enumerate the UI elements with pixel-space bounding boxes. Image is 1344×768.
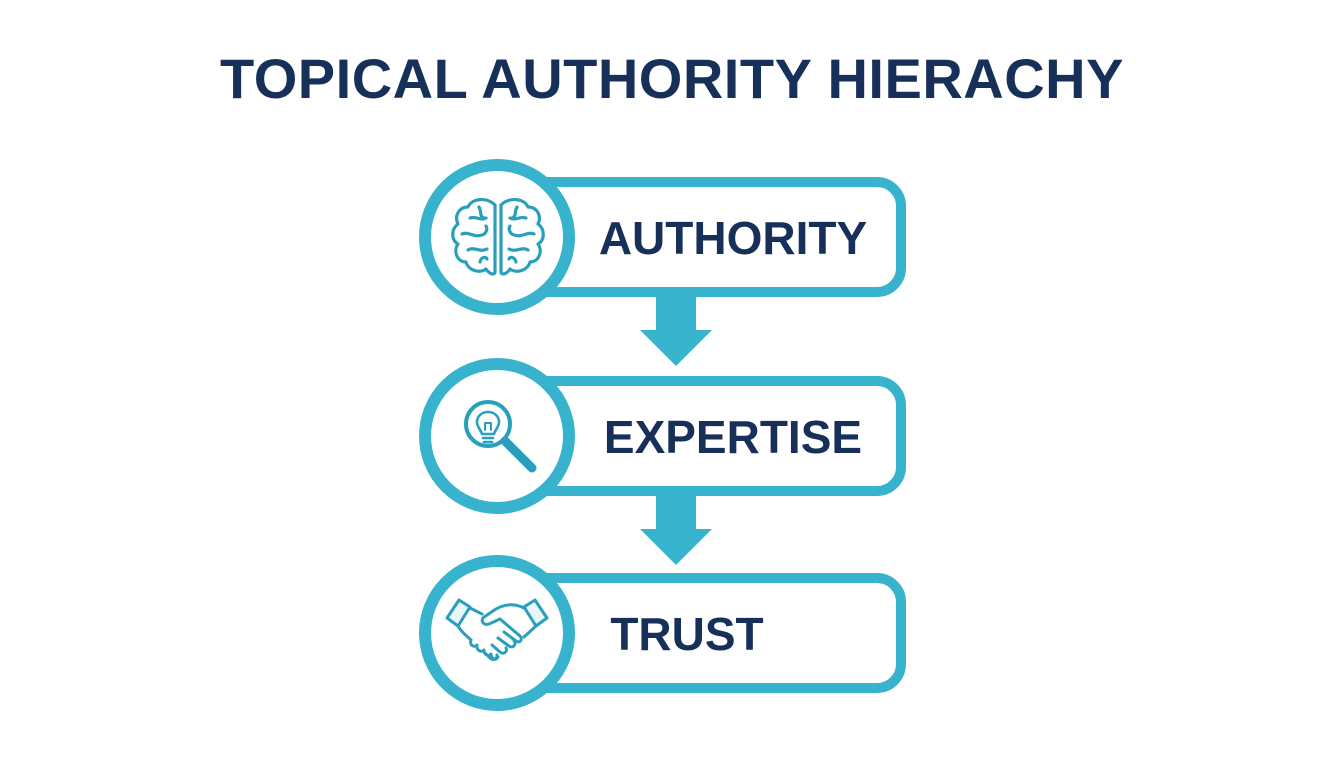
tier-label: AUTHORITY xyxy=(599,212,867,264)
tier-label: EXPERTISE xyxy=(604,411,862,463)
diagram-title: TOPICAL AUTHORITY HIERACHY xyxy=(220,47,1124,110)
tier-expertise: EXPERTISE xyxy=(419,358,906,514)
tier-trust: TRUST xyxy=(419,555,906,711)
tier-label: TRUST xyxy=(610,608,763,660)
brain-icon xyxy=(451,198,545,276)
icon-badge xyxy=(419,555,575,711)
magnifier-lightbulb-icon xyxy=(464,400,537,473)
icon-badge xyxy=(419,358,575,514)
tier-authority: AUTHORITY xyxy=(419,159,906,315)
handshake-icon xyxy=(445,598,549,661)
arrow-down-icon xyxy=(640,290,712,366)
arrow-down-icon xyxy=(640,489,712,565)
icon-badge xyxy=(419,159,575,315)
